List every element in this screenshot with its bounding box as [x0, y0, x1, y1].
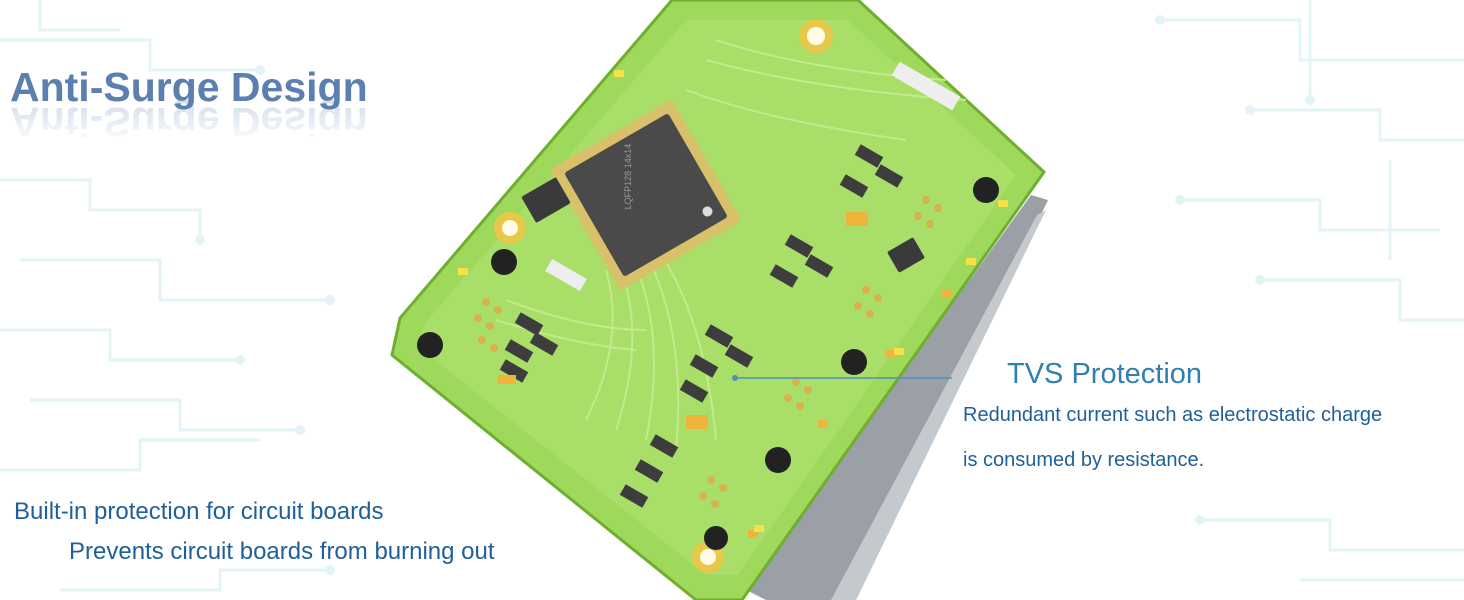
page-title-reflection: Anti-Surge Design: [10, 99, 368, 145]
main-chip: LQFP128 14x14: [551, 100, 741, 290]
circuit-board-illustration: LQFP128 14x14: [390, 0, 1048, 600]
pin-headers: [474, 196, 942, 508]
pcb-inner-area: [416, 20, 1016, 575]
page-title: Anti-Surge Design: [10, 64, 368, 110]
tvs-protection-heading: TVS Protection: [1007, 358, 1203, 390]
capacitors: [417, 177, 999, 550]
builtin-protection-text: Built-in protection for circuit boards: [14, 498, 384, 525]
connector-header-small: [545, 258, 587, 292]
tvs-description-line-1: Redundant current such as electrostatic …: [963, 404, 1383, 426]
resistor-pads: [498, 212, 952, 538]
small-ic: [521, 177, 571, 223]
tvs-description-line-2: is consumed by resistance.: [963, 449, 1205, 471]
port-housing-front: [831, 210, 1046, 600]
small-ic-right: [887, 237, 925, 273]
tvs-diode-array: [499, 144, 904, 508]
prevents-burning-text: Prevents circuit boards from burning out: [69, 538, 495, 565]
connector-header: [891, 61, 961, 111]
port-housing: [746, 195, 1048, 600]
status-leds: [458, 70, 1008, 532]
chip-marking: LQFP128 14x14: [623, 144, 633, 210]
